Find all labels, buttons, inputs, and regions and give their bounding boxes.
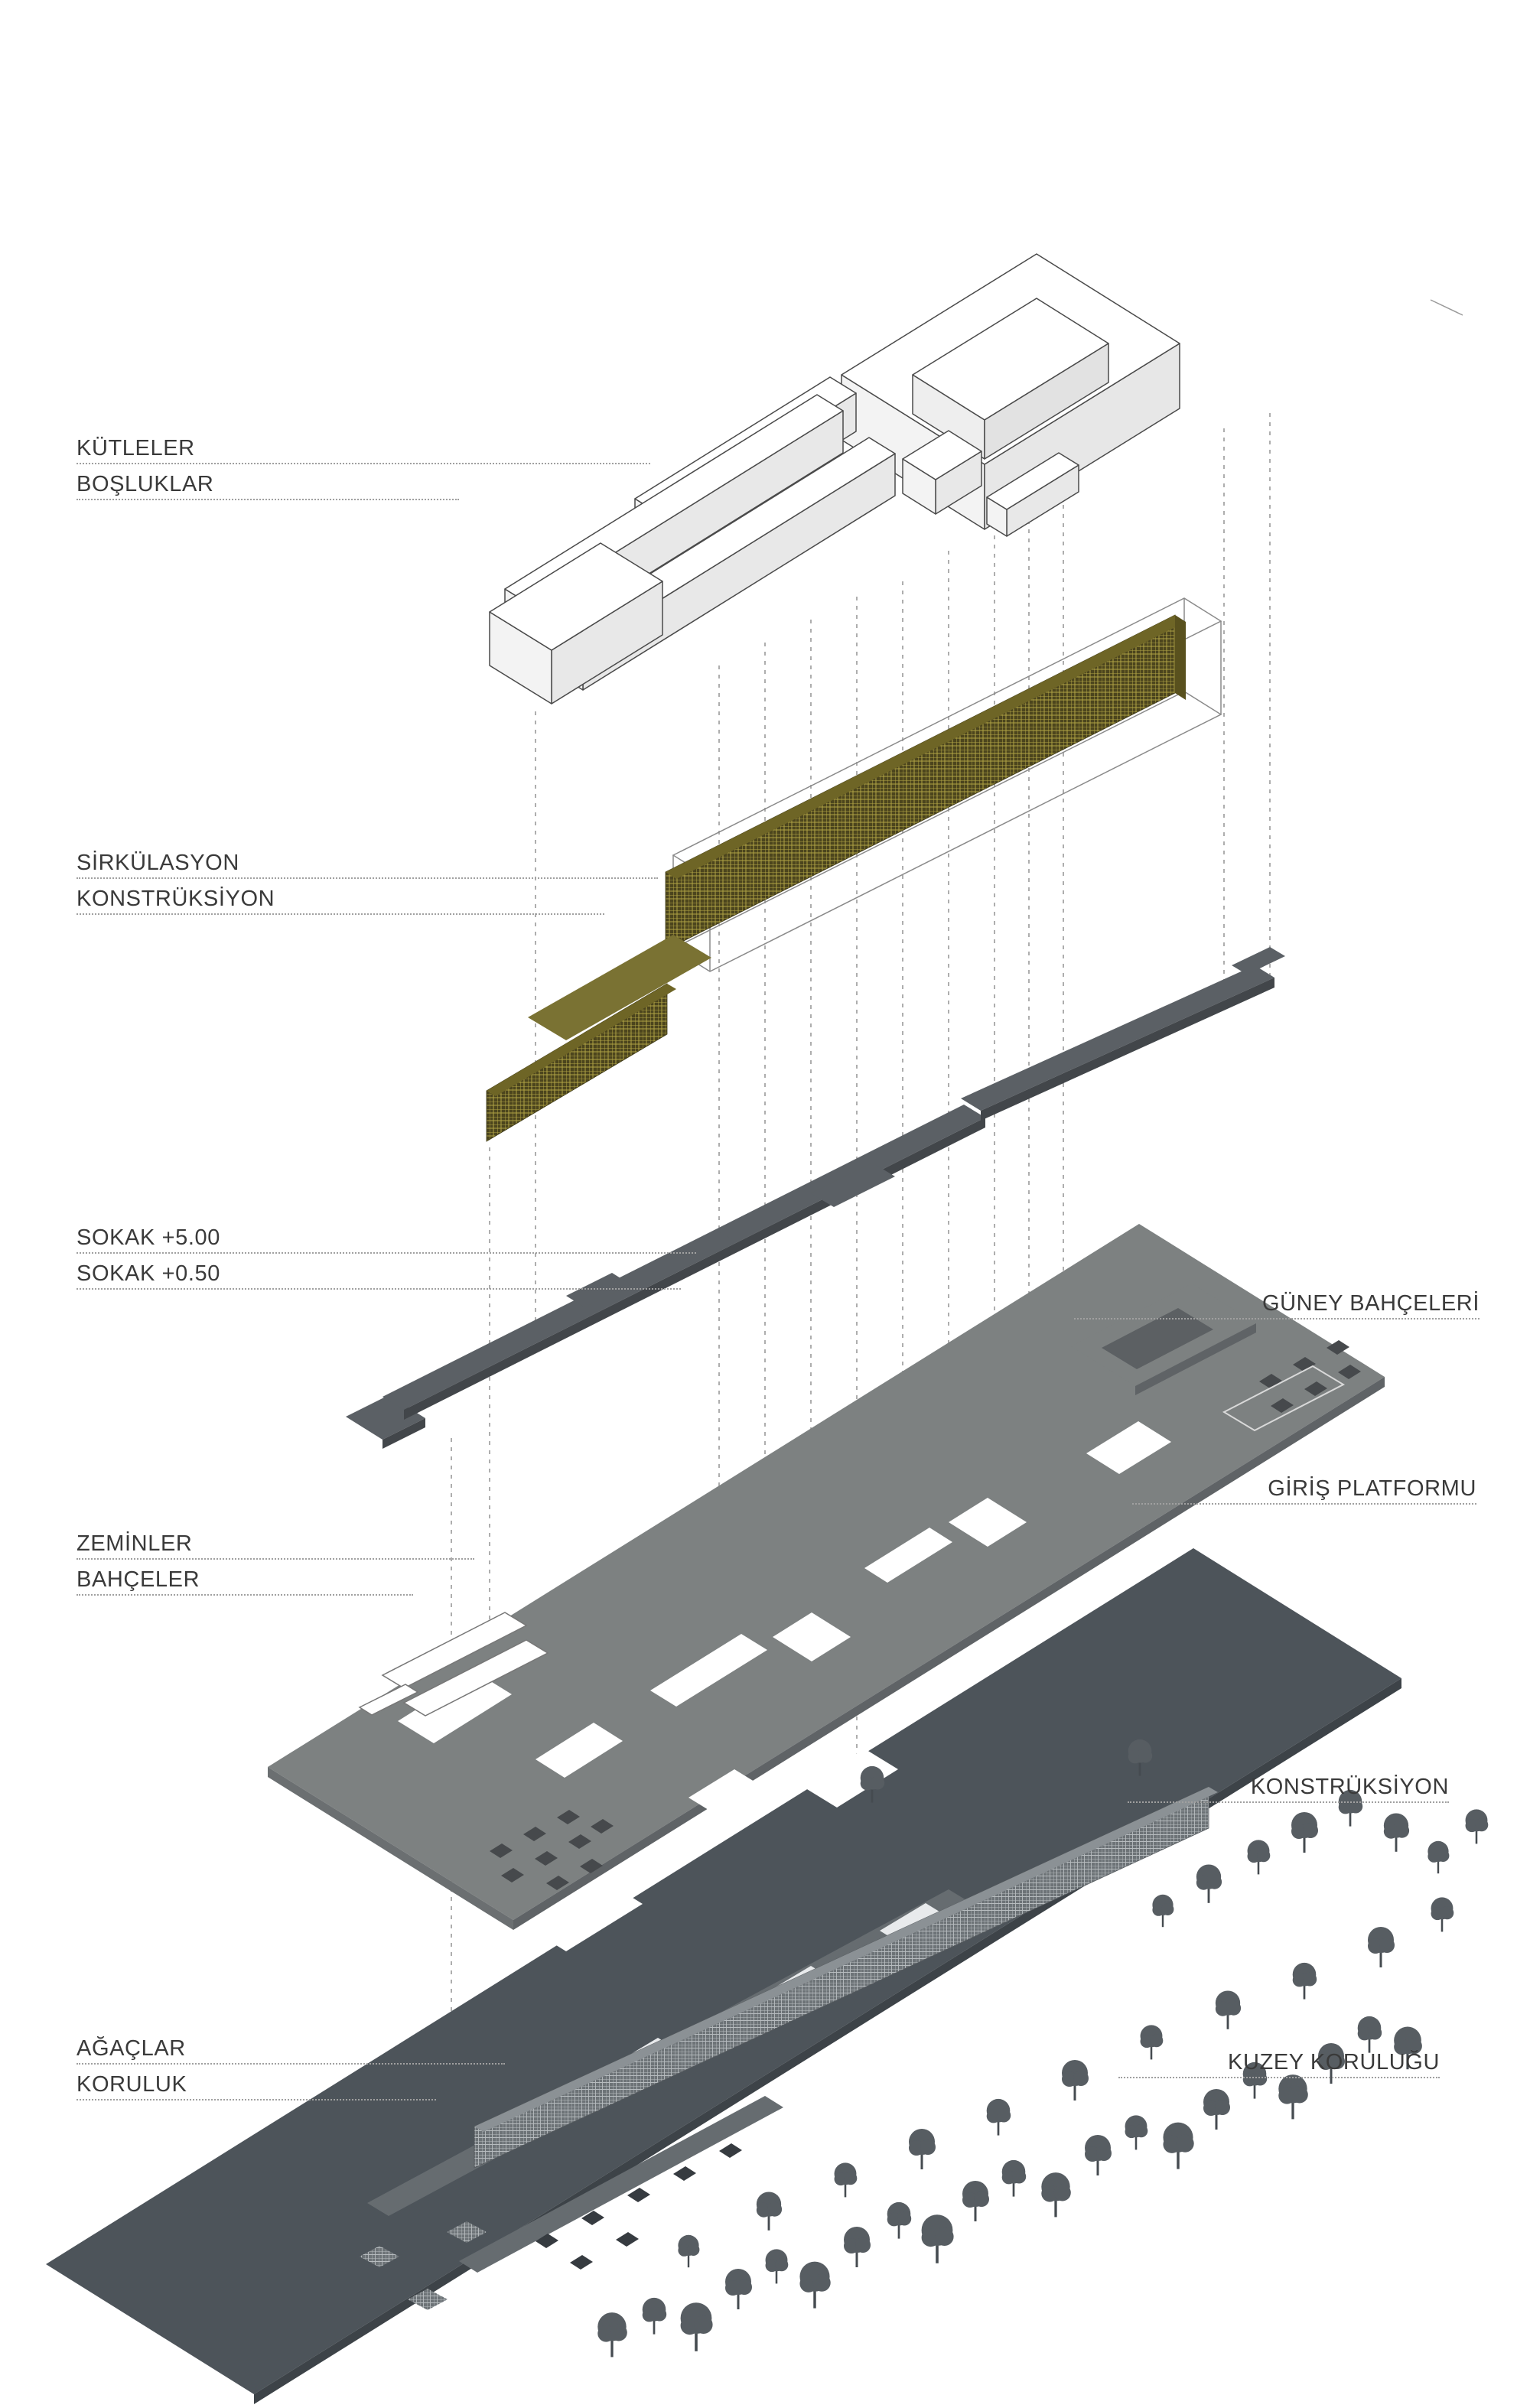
callout-text-konstruksiyon: KONSTRÜKSİYON bbox=[1250, 1775, 1449, 1799]
callout-text-guney-bahceleri: GÜNEY BAHÇELERİ bbox=[1261, 1291, 1480, 1316]
label-text-sirkulasyon: SİRKÜLASYON bbox=[76, 851, 239, 875]
label-text-sokak-050: SOKAK +0.50 bbox=[76, 1261, 220, 1286]
callout-text-kuzey-korulugu: KUZEY KORULUĞU bbox=[1228, 2050, 1440, 2074]
ground-notch bbox=[803, 1749, 898, 1808]
south-gardens-piece bbox=[1071, 1284, 1256, 1395]
circulation-layer bbox=[486, 597, 1222, 1142]
ground-notch bbox=[528, 1880, 643, 1951]
ground-mesh-strip bbox=[360, 1786, 1218, 2310]
ground-dots bbox=[536, 2143, 742, 2270]
callout-construction: KONSTRÜKSİYON bbox=[1128, 1776, 1449, 1812]
platform-dots bbox=[490, 1340, 1361, 1890]
label-trees-grove: AĞAÇLAR KORULUK bbox=[76, 2038, 505, 2110]
callout-south-gardens: GÜNEY BAHÇELERİ bbox=[1074, 1293, 1480, 1329]
platform-voids bbox=[398, 1421, 1171, 1810]
label-circulation: SİRKÜLASYON KONSTRÜKSİYON bbox=[76, 852, 658, 924]
callout-text-giris-platformu: GİRİŞ PLATFORMU bbox=[1268, 1476, 1476, 1501]
thin-slab-outlines bbox=[358, 1612, 549, 1717]
label-text-bosluklar: BOŞLUKLAR bbox=[76, 472, 214, 496]
label-text-kutleler: KÜTLELER bbox=[76, 436, 195, 460]
label-streets: SOKAK +5.00 SOKAK +0.50 bbox=[76, 1227, 696, 1299]
stray-tick-mark bbox=[1430, 299, 1463, 316]
entrance-frame-outline bbox=[1222, 1365, 1346, 1432]
label-masses: KÜTLELER BOŞLUKLAR bbox=[76, 438, 650, 509]
callout-entrance-platform: GİRİŞ PLATFORMU bbox=[1132, 1478, 1476, 1514]
label-floors-gardens: ZEMİNLER BAHÇELER bbox=[76, 1533, 474, 1605]
label-text-agaclar: AĞAÇLAR bbox=[76, 2036, 186, 2061]
label-text-koruluk: KORULUK bbox=[76, 2072, 187, 2097]
masses-layer bbox=[489, 253, 1180, 705]
streets-layer bbox=[346, 947, 1285, 1449]
label-text-zeminler: ZEMİNLER bbox=[76, 1531, 193, 1556]
label-text-sokak-500: SOKAK +5.00 bbox=[76, 1225, 220, 1250]
label-text-konstruksiyon: KONSTRÜKSİYON bbox=[76, 887, 275, 911]
platform-layer bbox=[268, 1224, 1385, 1930]
label-text-bahceler: BAHÇELER bbox=[76, 1567, 200, 1592]
ground-layer bbox=[46, 1548, 1489, 2404]
callout-north-grove: KUZEY KORULUĞU bbox=[1118, 2052, 1440, 2087]
